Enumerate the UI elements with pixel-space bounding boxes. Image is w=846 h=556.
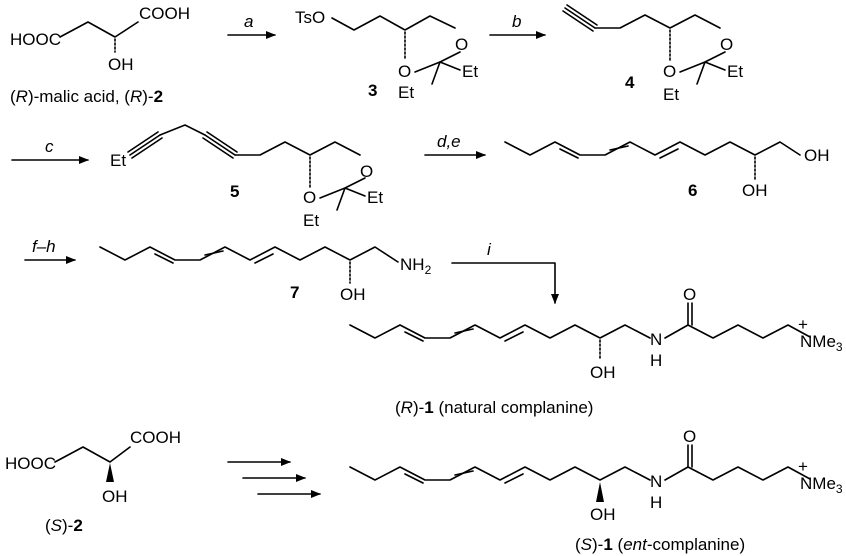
compound-r1-complanine: OH N H O NMe3 + (R)-1 (natural complanin…	[349, 285, 843, 417]
oh-label: OH	[590, 363, 616, 382]
nme3-label: NMe3	[800, 474, 843, 496]
oh-label: OH	[742, 181, 768, 200]
step-b: b	[489, 12, 546, 39]
ring-o-upper: O	[360, 162, 373, 181]
s1-wedge	[596, 482, 604, 502]
amide-n-label: N	[650, 330, 662, 349]
compound-label-r2: (R)-malic acid, (R)-2	[10, 87, 163, 106]
s-malic-backbone	[54, 446, 131, 463]
et-label: Et	[398, 83, 414, 102]
cis-double-bonds	[404, 470, 524, 484]
compound-number-5: 5	[230, 182, 239, 201]
et-label: Et	[367, 188, 383, 207]
ring-o-lower: O	[398, 62, 411, 81]
oh-label: OH	[108, 55, 134, 74]
r1-amide-chain	[664, 324, 811, 339]
alkyne-2	[202, 131, 238, 159]
arrow-i	[451, 262, 559, 304]
amide-h-label: H	[650, 351, 662, 370]
et-label: Et	[663, 85, 679, 104]
ketal-bonds	[319, 177, 366, 211]
nh2-label: NH2	[400, 255, 432, 277]
carbonyl-bond	[687, 444, 693, 468]
amide-h-label: H	[650, 493, 662, 512]
malic-backbone	[59, 21, 139, 38]
compound-5-chain-a	[159, 124, 206, 136]
cooh-label: COOH	[130, 428, 181, 447]
cooh-label: COOH	[139, 4, 190, 23]
compound-7: NH2 OH 7	[99, 246, 432, 304]
s1-amide-chain	[664, 466, 811, 481]
compound-6-chain	[504, 141, 801, 156]
multistep-arrows	[227, 458, 321, 498]
et-label: Et	[303, 211, 319, 230]
cis-double-bonds	[154, 250, 274, 264]
compound-4: O O Et Et 4	[562, 4, 743, 104]
alkyne-bond	[564, 7, 596, 29]
compound-number-6: 6	[688, 181, 697, 200]
reagent-de: d,e	[437, 132, 461, 151]
compound-5: Et O O Et Et 5	[110, 124, 383, 230]
carbonyl-o-label: O	[683, 427, 696, 446]
carbonyl-bond	[687, 302, 693, 326]
wedge-oh-bond	[106, 463, 114, 482]
compound-4-chain	[594, 14, 721, 29]
ring-o-lower: O	[663, 62, 676, 81]
compound-6: OH OH 6	[504, 141, 830, 200]
alkyne-triple	[562, 4, 598, 32]
alkyne-1	[127, 131, 163, 159]
compound-3: TsO O O Et Et 3	[295, 8, 478, 102]
compound-7-chain	[99, 246, 399, 263]
nme3-label: NMe3	[800, 332, 843, 354]
oh-label: OH	[102, 487, 128, 506]
reagent-fh: f–h	[32, 237, 56, 256]
tso-label: TsO	[295, 8, 325, 27]
et-label: Et	[110, 151, 126, 170]
plus-charge: +	[798, 315, 808, 334]
reagent-c: c	[45, 137, 54, 156]
step-i: i	[451, 240, 559, 304]
reagent-i: i	[487, 240, 492, 259]
ring-o-upper: O	[720, 35, 733, 54]
compound-label-r1: (R)-1 (natural complanine)	[395, 398, 593, 417]
step-a: a	[227, 12, 276, 39]
compound-label-s2: (S)-2	[45, 516, 83, 535]
compound-r-malic-acid: HOOC COOH OH (R)-malic acid, (R)-2	[10, 4, 190, 106]
step-c: c	[11, 137, 89, 164]
compound-label-s1: (S)-1 (ent-complanine)	[575, 535, 745, 554]
oh-label: OH	[804, 146, 830, 165]
compound-number-4: 4	[625, 73, 635, 92]
ketal-et-bonds	[431, 61, 461, 85]
ring-o-upper: O	[455, 35, 468, 54]
plus-charge: +	[798, 457, 808, 476]
hooc-label: HOOC	[10, 30, 61, 49]
oh-label: OH	[590, 505, 616, 524]
reagent-a: a	[244, 12, 253, 31]
compound-s-malic-acid: HOOC COOH OH (S)-2	[5, 428, 181, 535]
s1-chain	[349, 466, 651, 481]
cis-double-bonds	[404, 328, 524, 342]
cis-double-bonds	[559, 145, 679, 159]
compound-number-3: 3	[368, 81, 377, 100]
r1-chain	[349, 324, 651, 339]
carbonyl-o-label: O	[683, 285, 696, 304]
et-label: Et	[462, 62, 478, 81]
step-fh: f–h	[24, 237, 76, 264]
hooc-label: HOOC	[5, 454, 56, 473]
amide-n-label: N	[650, 472, 662, 491]
ring-o-lower: O	[303, 188, 316, 207]
compound-s1-ent-complanine: OH N H O NMe3 + (S)-1 (ent-complanine)	[349, 427, 843, 554]
ketal-bonds	[679, 51, 726, 85]
step-de: d,e	[424, 132, 486, 159]
compound-5-chain-b	[234, 141, 361, 156]
reagent-b: b	[512, 12, 521, 31]
et-label: Et	[727, 62, 743, 81]
compound-3-chain	[331, 15, 456, 31]
compound-number-7: 7	[290, 283, 299, 302]
oh-label: OH	[340, 285, 366, 304]
